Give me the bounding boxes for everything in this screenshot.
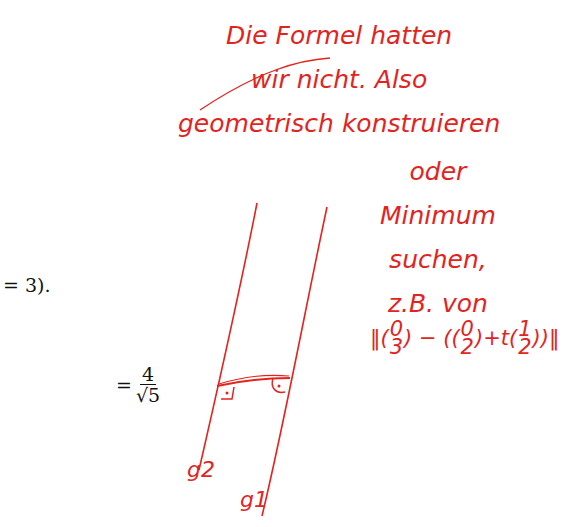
- column-vector: 02: [461, 320, 474, 356]
- perpendicular-segment: [219, 375, 289, 384]
- numerator: 4: [140, 364, 156, 385]
- right-angle-dot: [226, 392, 229, 395]
- line-label: g2: [187, 448, 215, 492]
- right-angle-mark: [221, 387, 234, 399]
- vector-entry: 0: [390, 320, 403, 338]
- fraction: 4√5: [136, 364, 160, 405]
- column-vector: 03: [390, 320, 403, 356]
- right-angle-dot: [278, 385, 281, 388]
- right-angle-mark: [272, 378, 285, 392]
- vector-entry: 2: [518, 338, 531, 356]
- vector-entry: 0: [461, 320, 474, 338]
- handwritten-note: oderMinimumsuchen,z.B. von: [380, 150, 496, 326]
- vector-entry: 3: [390, 338, 403, 356]
- printed-equation: = 3).: [3, 274, 51, 296]
- expression-part: ) − ((: [404, 326, 460, 350]
- printed-fraction: =4√5: [116, 364, 160, 405]
- denominator: √5: [136, 385, 160, 405]
- vector-expression: ‖(03) − ((02)+t(12))‖: [370, 320, 559, 356]
- equals-sign: =: [116, 374, 132, 396]
- expression-part: ))‖: [533, 326, 560, 350]
- expression-part: )+t(: [475, 326, 517, 350]
- handwritten-note: Die Formel hattenwir nicht. Alsogeometri…: [178, 14, 500, 146]
- column-vector: 12: [518, 320, 531, 356]
- line-g2: [199, 203, 257, 470]
- expression-part: ‖(: [370, 326, 389, 350]
- line-g1: [262, 207, 327, 516]
- line-label: g1: [240, 478, 268, 522]
- vector-entry: 1: [518, 320, 531, 338]
- vector-entry: 2: [461, 338, 474, 356]
